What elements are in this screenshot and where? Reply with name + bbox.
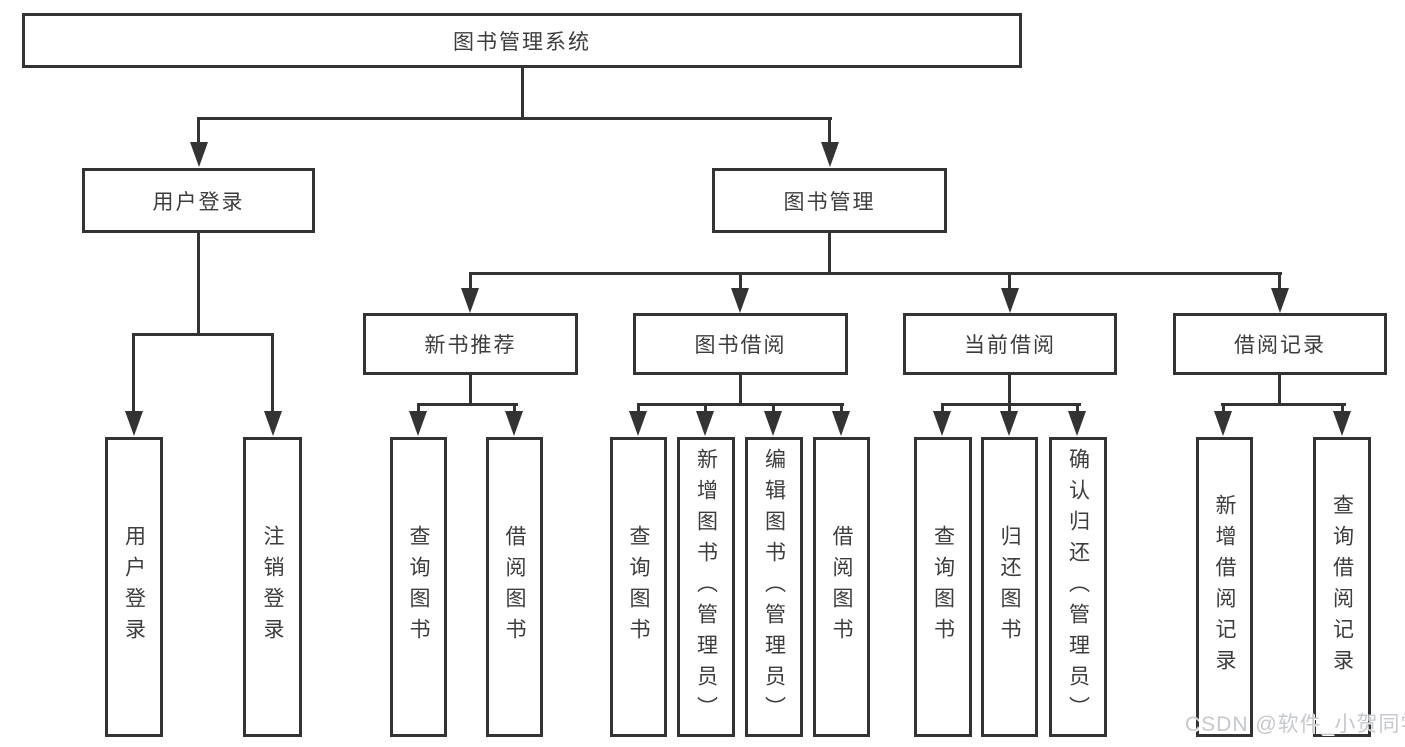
connector-arrowhead [190,142,208,167]
connector-line [739,374,742,406]
node-user-login-label: 用户登录 [152,190,245,214]
node-new-book-recommend: 新书推荐 [363,313,578,375]
connector-line [1221,403,1346,406]
connector-line [1008,272,1011,290]
connector-arrowhead [731,288,749,313]
leaf-add-books-admin: 新增图书（管理员） [677,437,735,737]
node-book-management: 图书管理 [712,168,947,233]
connector-arrowhead [125,411,143,436]
connector-arrowhead [1000,411,1018,436]
connector-line [469,374,472,406]
connector-line [1222,403,1225,414]
connector-line [1278,272,1281,290]
node-borrow-records: 借阅记录 [1173,313,1387,375]
leaf-edit-books-admin: 编辑图书（管理员） [745,437,803,737]
node-library-system-label: 图书管理系统 [453,30,591,54]
connector-arrowhead [505,411,523,436]
leaf-query-books-recommend: 查询图书 [390,437,447,737]
leaf-add-borrow-record: 新增借阅记录 [1196,437,1253,737]
csdn-watermark: CSDN @软件_小贺同学 [1185,713,1405,736]
leaf-confirm-return-admin: 确认归还（管理员） [1049,437,1107,737]
leaf-return-books: 归还图书 [981,437,1038,737]
node-borrow-records-label: 借阅记录 [1234,334,1326,357]
leaf-query-borrow-record: 查询借阅记录 [1313,437,1371,737]
connector-line [417,403,518,406]
connector-line [941,403,944,414]
connector-line [637,403,640,414]
connector-line [132,333,135,413]
node-book-borrow: 图书借阅 [633,313,848,375]
leaf-borrow-books-recommend: 借阅图书 [486,437,543,737]
connector-line [197,117,200,145]
connector-line [739,272,742,290]
connector-line [1008,403,1011,414]
node-book-management-label: 图书管理 [783,190,876,214]
connector-line [513,403,516,414]
connector-line [704,403,707,414]
connector-line [772,403,775,414]
leaf-borrow-books-label: 借阅图书 [830,525,853,649]
leaf-query-books-recommend-label: 查询图书 [407,525,430,649]
node-new-book-recommend-label: 新书推荐 [424,334,517,357]
node-library-system: 图书管理系统 [22,13,1022,68]
node-user-login: 用户登录 [82,168,315,233]
node-current-borrow: 当前借阅 [903,313,1117,375]
node-current-borrow-label: 当前借阅 [964,334,1056,357]
connector-line [637,403,844,406]
leaf-query-books-borrow-label: 查询图书 [627,525,650,649]
connector-arrowhead [1271,288,1289,313]
connector-arrowhead [821,142,839,167]
connector-arrowhead [1333,411,1351,436]
connector-line [521,66,524,120]
leaf-user-login-label: 用户登录 [122,525,146,649]
connector-arrowhead [1001,288,1019,313]
connector-arrowhead [264,411,282,436]
leaf-user-login: 用户登录 [105,437,163,737]
leaf-query-books-current-label: 查询图书 [931,525,955,649]
connector-arrowhead [832,411,850,436]
connector-line [1278,374,1281,406]
connector-line [469,272,472,290]
connector-line [828,232,831,275]
leaf-logout-label: 注销登录 [261,525,284,649]
connector-line [1341,403,1344,414]
connector-arrowhead [933,411,951,436]
leaf-add-borrow-record-label: 新增借阅记录 [1213,494,1236,680]
leaf-confirm-return-admin-label: 确认归还（管理员） [1066,447,1090,727]
leaf-edit-books-admin-label: 编辑图书（管理员） [762,447,786,727]
leaf-query-books-current: 查询图书 [914,437,972,737]
connector-arrowhead [764,411,782,436]
leaf-borrow-books-recommend-label: 借阅图书 [503,525,526,649]
connector-line [828,117,831,145]
leaf-logout: 注销登录 [243,437,302,737]
connector-line [271,333,274,413]
connector-line [197,117,832,120]
connector-arrowhead [696,411,714,436]
leaf-query-borrow-record-label: 查询借阅记录 [1330,494,1354,680]
connector-line [132,333,274,336]
leaf-borrow-books: 借阅图书 [813,437,870,737]
connector-arrowhead [1214,411,1232,436]
connector-arrowhead [461,288,479,313]
connector-line [417,403,420,414]
connector-line [840,403,843,414]
connector-line [941,403,1081,406]
leaf-add-books-admin-label: 新增图书（管理员） [694,447,718,727]
connector-arrowhead [629,411,647,436]
connector-arrowhead [409,411,427,436]
connector-line [469,272,1282,275]
leaf-query-books-borrow: 查询图书 [610,437,667,737]
connector-line [197,232,200,336]
node-book-borrow-label: 图书借阅 [694,334,787,357]
connector-arrowhead [1068,411,1086,436]
connector-line [1008,374,1011,406]
connector-line [1076,403,1079,414]
leaf-return-books-label: 归还图书 [998,525,1021,649]
